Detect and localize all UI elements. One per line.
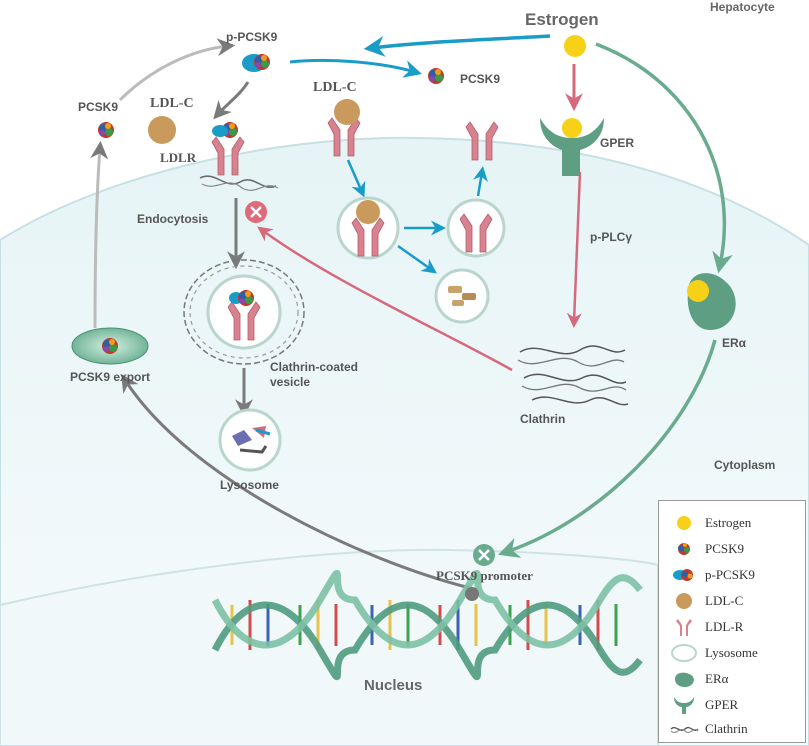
legend-row-ldl-c: LDL-C	[659, 589, 805, 613]
clathrin-coated-vesicle-label-2: vesicle	[270, 375, 311, 389]
legend-row-p-pcsk9: p-PCSK9	[659, 563, 805, 587]
cytoplasm-label: Cytoplasm	[714, 458, 776, 472]
estrogen-label: Estrogen	[525, 10, 599, 29]
ldlr-ldlc-middle	[327, 99, 361, 157]
endosome-ldlr-ldlc	[336, 196, 400, 260]
ldl-c-label-middle: LDL-C	[313, 80, 357, 95]
dna-double-helix	[211, 569, 643, 681]
lysosome-label: Lysosome	[220, 478, 279, 492]
clathrin-coated-vesicle-label-1: Clathrin-coated	[270, 360, 359, 374]
gper-receptor	[540, 118, 604, 176]
pcsk9-export-label: PCSK9 export	[70, 370, 151, 384]
legend-row-gper: GPER	[659, 693, 805, 717]
pcsk9-molecule-left	[98, 122, 114, 138]
legend-label: Estrogen	[705, 515, 752, 530]
clathrin-coated-vesicle	[183, 259, 305, 365]
nucleus-label: Nucleus	[364, 677, 423, 694]
legend-row-ldl-r: LDL-R	[659, 615, 805, 639]
legend: Estrogen PCSK9 p-PCSK9 LDL-C LDL-R Lysos…	[658, 500, 806, 743]
legend-label: p-PCSK9	[705, 567, 755, 582]
blue-arrow-ppcsk9-to-pcsk9	[289, 58, 422, 78]
blue-arrow-estrogen-to-pcsk9	[363, 34, 551, 57]
lysosome-organelle	[218, 408, 282, 472]
p-pcsk9-molecule	[242, 54, 270, 72]
ldlr-label: LDLR	[160, 150, 197, 165]
ldl-c-particle-left	[148, 116, 176, 144]
legend-row-estrogen: Estrogen	[659, 511, 805, 535]
p-plc-gamma-label: p-PLCγ	[590, 230, 632, 244]
pcsk9-icon	[678, 543, 690, 555]
legend-row-clathrin: Clathrin	[659, 717, 805, 741]
legend-label: LDL-C	[705, 593, 744, 608]
legend-label: Clathrin	[705, 721, 748, 736]
ldl-c-label-left: LDL-C	[150, 96, 194, 111]
legend-label: GPER	[705, 697, 739, 712]
estrogen-icon	[677, 516, 691, 530]
pink-arrow-gper-to-clathrin	[566, 171, 582, 328]
hepatocyte-label: Hepatocyte	[710, 0, 775, 14]
ldl-r-icon	[676, 619, 692, 636]
era-receptor	[687, 273, 736, 330]
gper-label: GPER	[600, 136, 635, 150]
ldlr-with-pcsk9	[211, 122, 245, 176]
pcsk9-label-left: PCSK9	[78, 100, 119, 114]
legend-label: ERα	[705, 671, 729, 686]
gray-arrow-ppcsk9-to-ldlr	[213, 81, 250, 120]
pcsk9-molecule-top	[428, 68, 444, 84]
pcsk9-label-top: PCSK9	[460, 72, 501, 86]
gray-arrow-export-to-pcsk9	[90, 140, 109, 329]
estrogen-molecule	[564, 35, 586, 57]
legend-label: LDL-R	[705, 619, 744, 634]
gper-icon	[674, 697, 694, 714]
blue-arrow-recycle-up	[473, 166, 488, 197]
blue-arrow-ldlr-down	[346, 159, 366, 198]
clathrin-label: Clathrin	[520, 412, 566, 426]
clathrin-icon	[670, 726, 699, 733]
pcsk9-promoter-label: PCSK9 promoter	[436, 568, 533, 583]
era-icon	[675, 672, 694, 687]
clathrin-strand-ldlr-2	[201, 182, 279, 191]
legend-row-era: ERα	[659, 667, 805, 691]
pcsk9-export-vesicle	[71, 327, 149, 365]
endocytosis-label: Endocytosis	[137, 212, 209, 226]
legend-row-lysosome: Lysosome	[659, 641, 805, 665]
clathrin-strands-right	[517, 345, 629, 406]
p-pcsk9-icon	[673, 569, 693, 581]
legend-label: Lysosome	[705, 645, 758, 660]
legend-label: PCSK9	[705, 541, 745, 556]
pink-arrow-clathrin-inhibits	[257, 226, 513, 372]
degraded-ldl-vesicle	[434, 268, 490, 324]
legend-row-pcsk9: PCSK9	[659, 537, 805, 561]
blue-arrow-to-degraded	[397, 244, 437, 274]
inhibition-mark-promoter	[473, 544, 495, 566]
gray-arrow-promoter-to-export	[121, 373, 471, 590]
green-arrow-era-to-promoter	[498, 339, 717, 558]
endosome-ldlr-recycling	[446, 198, 506, 258]
p-pcsk9-label: p-PCSK9	[226, 30, 278, 44]
lysosome-icon	[671, 644, 697, 662]
ldl-c-icon	[676, 593, 692, 609]
green-arrow-estrogen-to-era	[595, 42, 733, 274]
era-label: ERα	[722, 336, 747, 350]
inhibition-mark-endocytosis	[245, 201, 267, 223]
gray-arrow-pcsk9-to-ppcsk9	[118, 38, 236, 102]
